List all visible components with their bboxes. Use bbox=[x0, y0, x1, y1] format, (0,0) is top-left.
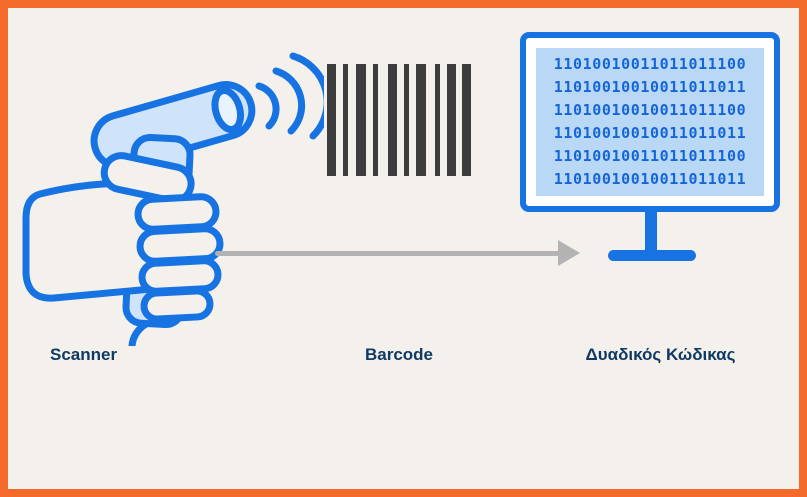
barcode-bar bbox=[416, 64, 426, 176]
hand-thumb bbox=[100, 152, 195, 205]
binary-line: 11010010011011011100 bbox=[553, 55, 747, 73]
scanner-cable bbox=[128, 320, 150, 346]
diagram-canvas: 11010010011011011100 11010010010011011011… bbox=[8, 8, 799, 489]
monitor-stand-neck bbox=[645, 210, 657, 252]
barcode-bar bbox=[327, 64, 336, 176]
binary-screen: 11010010011011011100 11010010010011011011… bbox=[536, 48, 764, 196]
hand-arm bbox=[22, 180, 166, 302]
barcode-label: Barcode bbox=[364, 345, 434, 364]
binary-line: 11010010010011011011 bbox=[553, 124, 747, 142]
hand-fingers bbox=[134, 193, 224, 323]
binary-line: 11010010010011011011 bbox=[553, 78, 747, 96]
flow-arrow bbox=[215, 251, 562, 256]
monitor-stand-base bbox=[608, 250, 696, 261]
barcode-bar bbox=[388, 64, 397, 176]
barcode-bar bbox=[356, 64, 366, 176]
barcode-bar bbox=[404, 64, 409, 176]
binary-code-label: Δυαδικός Κώδικας bbox=[585, 345, 736, 364]
barcode-bar bbox=[447, 64, 456, 176]
scanner-label: Scanner bbox=[50, 345, 118, 364]
barcode-bar bbox=[373, 64, 378, 176]
barcode-bar bbox=[435, 64, 440, 176]
flow-arrow-head bbox=[558, 240, 580, 266]
barcode-graphic bbox=[327, 64, 471, 176]
barcode-bar bbox=[462, 64, 471, 176]
binary-line: 11010010011011011100 bbox=[553, 147, 747, 165]
binary-line: 11010010010011011100 bbox=[553, 101, 747, 119]
scanner-icon bbox=[22, 52, 324, 346]
scanner-illustration bbox=[12, 26, 324, 346]
barcode-bar bbox=[343, 64, 348, 176]
scan-waves-icon bbox=[255, 52, 324, 140]
monitor-icon: 11010010011011011100 11010010010011011011… bbox=[520, 32, 780, 212]
binary-line: 11010010010011011011 bbox=[553, 170, 747, 188]
